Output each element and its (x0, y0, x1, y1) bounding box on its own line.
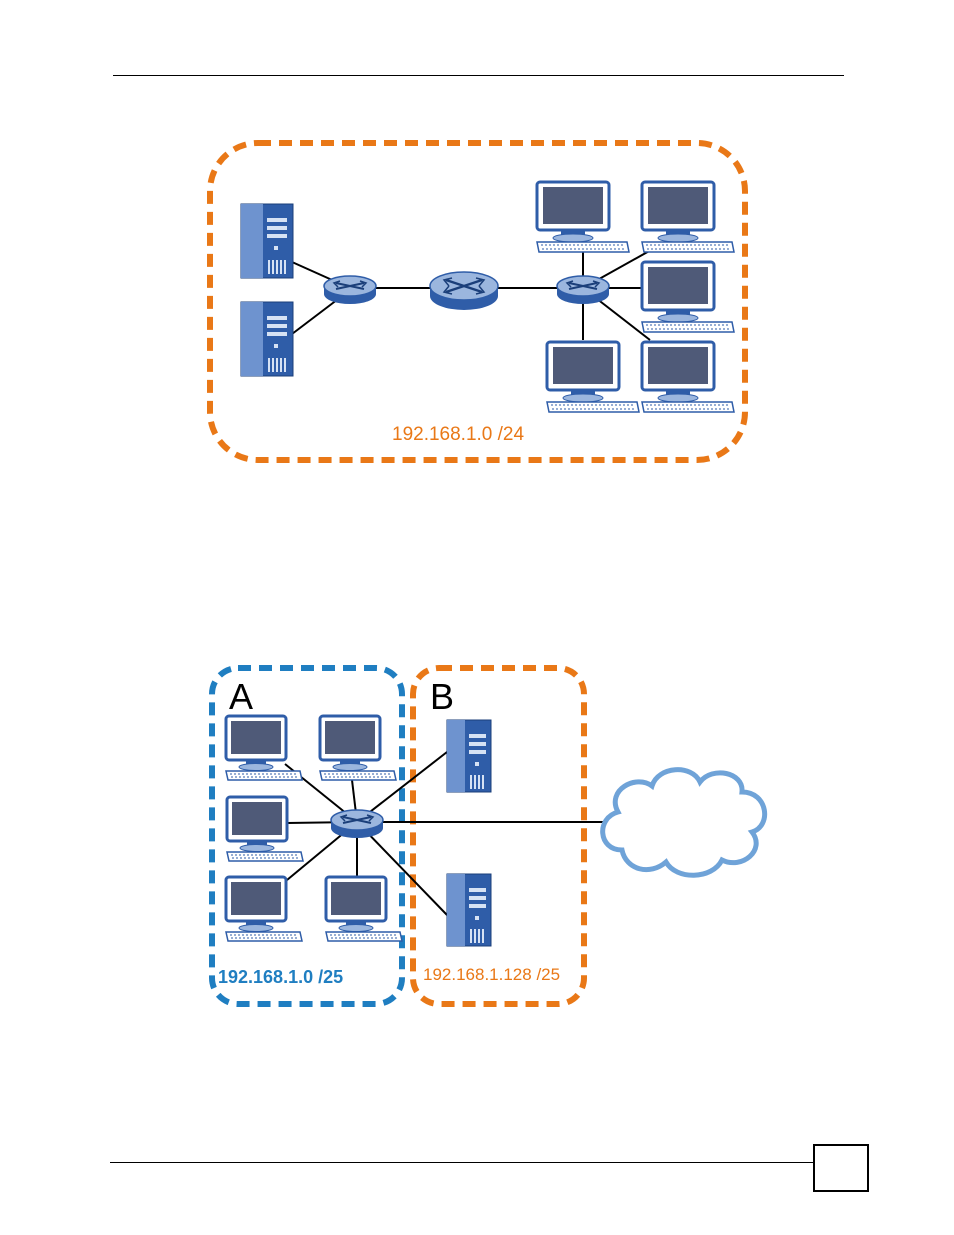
server-icon (447, 720, 491, 792)
internet-cloud-icon (603, 770, 765, 876)
server-icon (241, 302, 293, 376)
router-icon (430, 272, 498, 310)
subnet-b-boundary (413, 668, 584, 1004)
hub-icon (557, 276, 609, 304)
network-diagram-two-subnets: A B 192.168.1.0 /25 192.168.1.128 /25 (0, 640, 954, 1020)
computer-icon (547, 342, 639, 412)
subnet-b-letter: B (430, 676, 454, 717)
server-icon (241, 204, 293, 278)
computer-icon (326, 877, 402, 941)
hub-icon (324, 276, 376, 304)
computer-icon (642, 182, 734, 252)
subnet-a-label: 192.168.1.0 /25 (218, 967, 343, 987)
subnet-a-letter: A (229, 676, 253, 717)
page-number-box (813, 1144, 869, 1192)
computer-icon (642, 262, 734, 332)
computer-icon (227, 797, 303, 861)
computer-icon (320, 716, 396, 780)
subnet-b-label: 192.168.1.128 /25 (423, 965, 560, 984)
computer-icon (226, 877, 302, 941)
computer-icon (642, 342, 734, 412)
footer-rule (110, 1162, 813, 1163)
hub-icon (331, 810, 383, 838)
server-icon (447, 874, 491, 946)
subnet-label: 192.168.1.0 /24 (392, 424, 524, 445)
network-diagram-single-subnet: 192.168.1.0 /24 (0, 0, 954, 480)
computer-icon (226, 716, 302, 780)
computer-icon (537, 182, 629, 252)
